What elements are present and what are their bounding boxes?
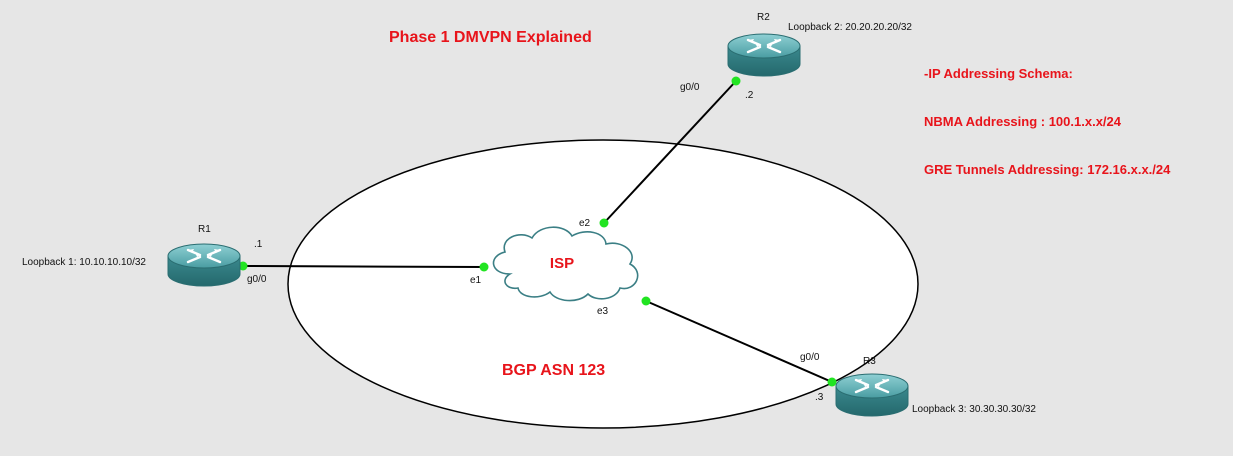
- router-r2-icon[interactable]: [726, 32, 802, 78]
- bgp-asn-label: BGP ASN 123: [502, 362, 605, 379]
- isp-e1-label: e1: [470, 275, 482, 286]
- link-r1-isp: [242, 265, 485, 268]
- r2-host-label: .2: [745, 90, 754, 101]
- link-r2-isp: [603, 80, 737, 224]
- router-r1-loopback: Loopback 1: 10.10.10.10/32: [22, 257, 146, 268]
- diagram-title: Phase 1 DMVPN Explained: [389, 29, 592, 46]
- router-r3-icon[interactable]: [834, 372, 910, 418]
- router-r1-icon[interactable]: [166, 242, 242, 288]
- r3-host-label: .3: [815, 392, 824, 403]
- isp-e2-port-dot: [599, 218, 609, 228]
- schema-nbma: NBMA Addressing : 100.1.x.x/24: [924, 114, 1122, 129]
- router-r3-name: R3: [863, 356, 876, 367]
- link-r3-isp: [645, 300, 833, 383]
- isp-e1-port-dot: [479, 262, 489, 272]
- isp-e3-label: e3: [597, 306, 609, 317]
- router-r3-loopback: Loopback 3: 30.30.30.30/32: [912, 404, 1036, 415]
- isp-e3-port-dot: [641, 296, 651, 306]
- isp-label: ISP: [550, 255, 574, 272]
- r1-intf-label: g0/0: [247, 274, 267, 285]
- router-r2-loopback: Loopback 2: 20.20.20.20/32: [788, 22, 912, 33]
- r3-g0-0-port-dot: [827, 377, 837, 387]
- r2-intf-label: g0/0: [680, 82, 700, 93]
- schema-heading: -IP Addressing Schema:: [924, 66, 1073, 81]
- router-r2-name: R2: [757, 12, 770, 23]
- isp-e2-label: e2: [579, 218, 591, 229]
- schema-gre: GRE Tunnels Addressing: 172.16.x.x./24: [924, 162, 1171, 177]
- isp-cloud-icon: [492, 226, 639, 302]
- r2-g0-0-port-dot: [731, 76, 741, 86]
- r1-g0-0-port-dot: [238, 261, 248, 271]
- r1-host-label: .1: [254, 239, 263, 250]
- router-r1-name: R1: [198, 224, 211, 235]
- r3-intf-label: g0/0: [800, 352, 820, 363]
